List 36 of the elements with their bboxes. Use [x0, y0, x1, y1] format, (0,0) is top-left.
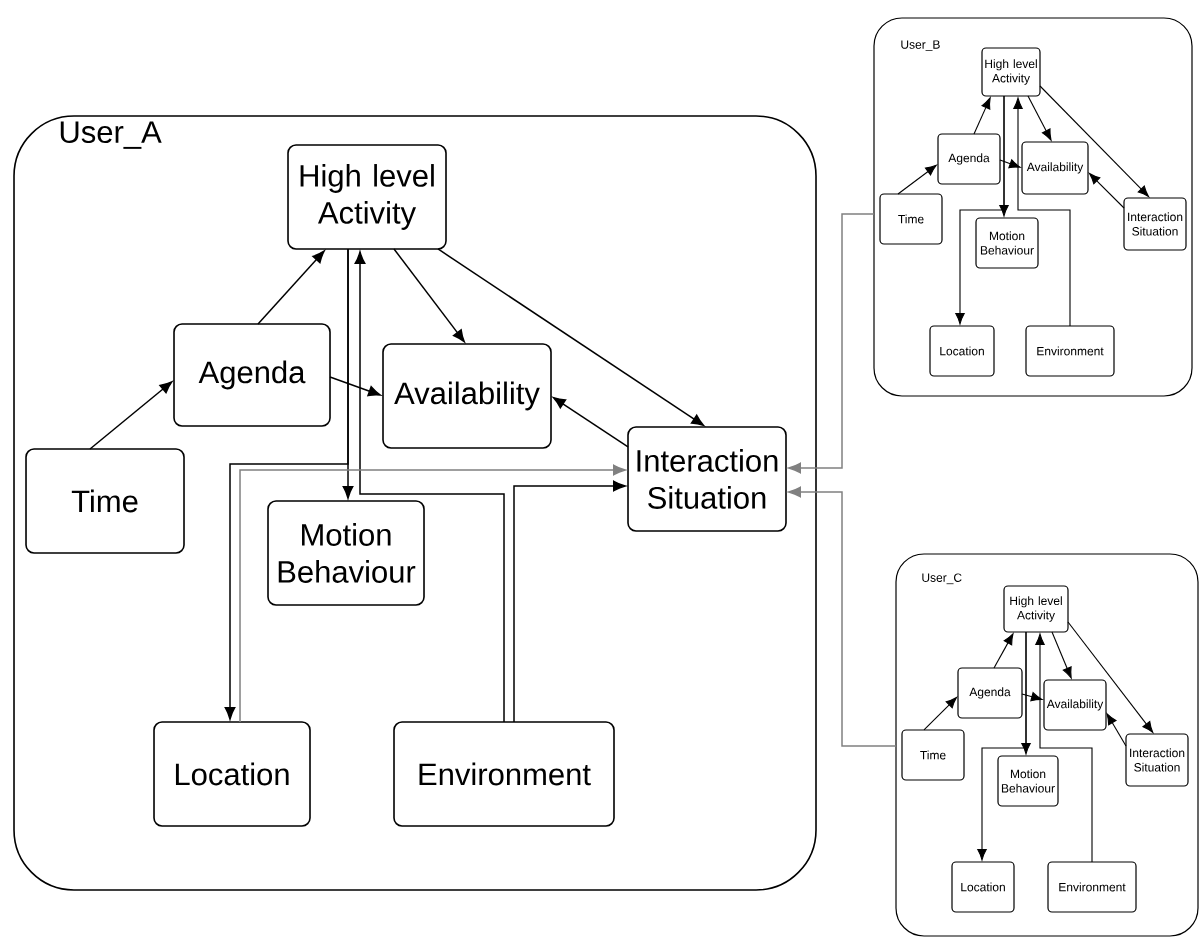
- arrow: [955, 95, 1005, 325]
- arrow: [513, 480, 626, 723]
- arrow: [89, 381, 173, 450]
- arrow: [1039, 85, 1150, 197]
- arrow: [224, 248, 349, 720]
- arrow: [1106, 713, 1127, 747]
- arrow: [1021, 692, 1043, 702]
- arrow: [897, 164, 937, 195]
- rounded-box: Agenda: [173, 323, 331, 427]
- arrow: [788, 486, 897, 747]
- rounded-box: Time: [25, 448, 185, 554]
- rounded-box: Environment: [393, 721, 615, 827]
- arrow: [393, 248, 465, 343]
- arrow: [993, 633, 1014, 669]
- arrow: [977, 631, 1027, 861]
- rounded-box: Availability: [382, 343, 552, 449]
- arrow: [1027, 95, 1052, 141]
- arrow: [552, 396, 629, 448]
- arrow: [1088, 172, 1125, 209]
- arrow: [329, 376, 381, 397]
- arrow: [923, 696, 958, 731]
- rounded-box: Interaction Situation: [627, 426, 787, 532]
- arrow: [1067, 621, 1154, 733]
- arrow: [788, 213, 875, 474]
- rounded-box: Location: [153, 721, 311, 827]
- arrow: [973, 97, 991, 135]
- arrow: [999, 159, 1021, 169]
- arrow: [1051, 631, 1072, 679]
- arrow: [239, 464, 626, 723]
- arrow: [1035, 633, 1093, 863]
- rounded-box: High level Activity: [287, 144, 447, 250]
- arrow: [354, 251, 505, 723]
- arrow: [257, 250, 325, 325]
- arrow: [437, 248, 705, 427]
- arrow: [1013, 97, 1071, 327]
- rounded-box: Motion Behaviour: [267, 500, 425, 606]
